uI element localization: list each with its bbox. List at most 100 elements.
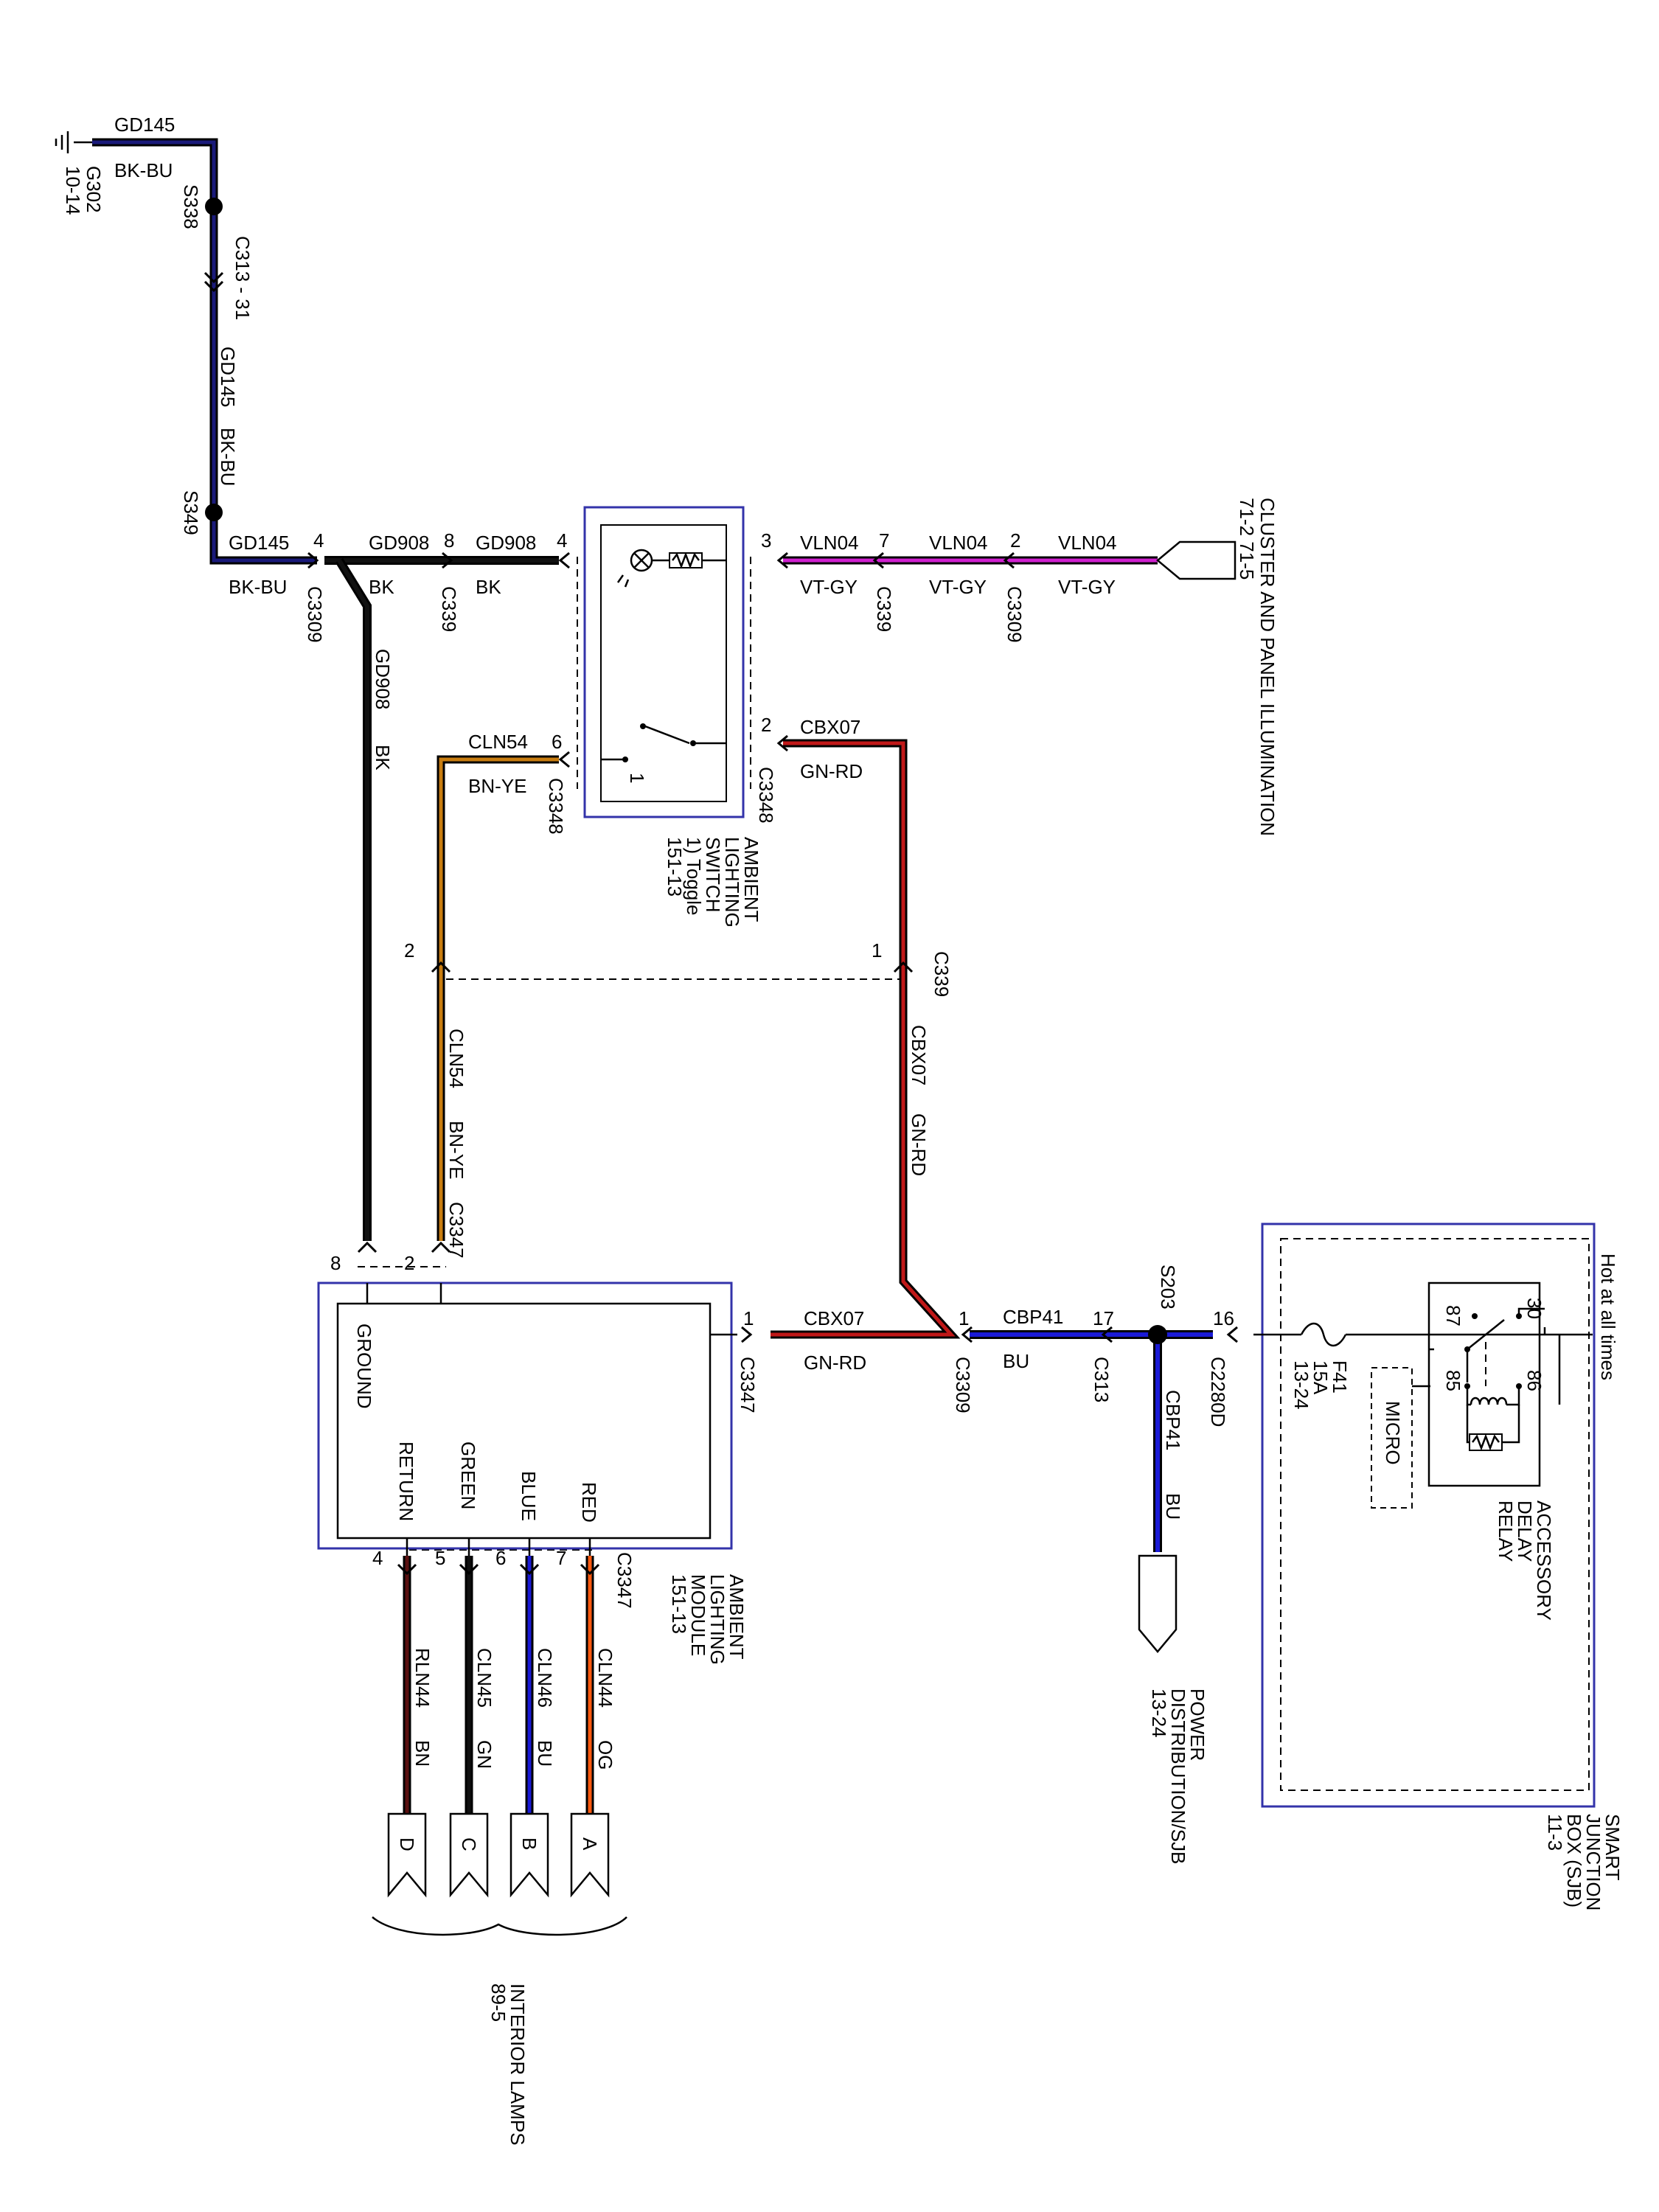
pin-4-c3309: 4 <box>313 529 324 552</box>
relay-resistor-icon <box>1466 1405 1520 1451</box>
cln45-color: GN <box>473 1740 495 1769</box>
c3309-top-label: C3309 <box>1004 586 1026 643</box>
relay-coil-icon <box>1466 1386 1520 1406</box>
switch-name-line-1: AMBIENT <box>740 837 762 922</box>
vln04-c-circuit: VLN04 <box>1058 532 1117 554</box>
fuse-f41-page: 13-24 <box>1290 1360 1312 1410</box>
pin-1-c3309: 1 <box>959 1307 969 1329</box>
wire-cln54 <box>437 755 559 1241</box>
sjb-name-line-4: 11-3 <box>1544 1814 1566 1851</box>
pin-7-lamp: 7 <box>556 1547 566 1569</box>
cln45-circuit: CLN45 <box>473 1648 495 1708</box>
relay-name-line-2: DELAY <box>1514 1500 1536 1562</box>
power-distribution-label: POWER DISTRIBUTION/SJB 13-24 <box>1148 1688 1208 1864</box>
switch-name-line-2: LIGHTING <box>721 837 743 928</box>
module-name: AMBIENT LIGHTING MODULE 151-13 <box>668 1574 748 1665</box>
splice-s203-label: S203 <box>1157 1265 1179 1310</box>
sjb-name-line-1: SMART <box>1601 1814 1624 1881</box>
wire-cbx07 <box>771 739 961 1339</box>
ambient-lighting-module <box>317 1281 737 1556</box>
splice-s338-label: S338 <box>180 184 202 229</box>
vln04-a-color: VT-GY <box>800 576 858 598</box>
cbx07-bot-circuit: CBX07 <box>804 1307 864 1329</box>
relay-name-line-3: RELAY <box>1495 1500 1517 1562</box>
lamp-letter-c: C <box>458 1837 480 1851</box>
sjb-name: SMART JUNCTION BOX (SJB) 11-3 <box>1544 1814 1624 1910</box>
gd145-top-circuit: GD145 <box>114 114 175 136</box>
pin-2-module: 2 <box>404 1252 414 1274</box>
vln04-a-circuit: VLN04 <box>800 532 859 554</box>
cln54-vert-color: BN-YE <box>445 1121 467 1179</box>
gd145-top-color: BK-BU <box>114 159 173 181</box>
relay-name-line-1: ACCESSORY <box>1533 1500 1555 1621</box>
cbx07-top-circuit: CBX07 <box>800 716 860 738</box>
power-distribution-terminal <box>1138 1554 1178 1653</box>
module-pin-return: RETURN <box>395 1441 417 1521</box>
cbp41-vert-circuit: CBP41 <box>1162 1390 1184 1450</box>
pin-2-c3309: 2 <box>1010 529 1020 552</box>
gd908-vert-circuit: GD908 <box>372 649 394 709</box>
gd145-mid-circuit: GD145 <box>229 532 289 554</box>
toggle-switch-icon <box>601 723 726 762</box>
c3309-bot-label: C3309 <box>952 1357 974 1413</box>
cln46-circuit: CLN46 <box>534 1648 556 1708</box>
c2280d-label: C2280D <box>1207 1357 1229 1427</box>
c3348-right-label: C3348 <box>755 767 777 824</box>
lamp-letter-d: D <box>396 1837 418 1851</box>
module-pin-green: GREEN <box>457 1441 479 1509</box>
pin-4-switch: 4 <box>557 529 567 552</box>
cbp41-vert-color: BU <box>1162 1493 1184 1520</box>
cbp41-color: BU <box>1003 1350 1029 1372</box>
pin-8-module: 8 <box>330 1252 341 1274</box>
lamp-icon <box>616 549 653 588</box>
c3347-bot-label: C3347 <box>613 1552 636 1609</box>
switch-position-label: 1 <box>626 773 648 783</box>
cluster-terminal <box>1156 540 1237 580</box>
switch-name-line-3: SWITCH <box>702 837 724 913</box>
ground-page-label: 10-14 <box>62 166 84 215</box>
rln44-color: BN <box>411 1740 434 1767</box>
module-name-line-3: MODULE <box>687 1574 709 1656</box>
pin-1-module: 1 <box>743 1307 754 1329</box>
c339-mid-label: C339 <box>931 951 953 997</box>
c3347-top-label: C3347 <box>445 1202 467 1259</box>
pin-7-c339: 7 <box>879 529 889 552</box>
switch-name-line-4: 1) Toggle <box>683 837 705 916</box>
connector-chevrons <box>204 271 1238 1576</box>
ground-symbol <box>55 131 92 153</box>
lamp-terminal-d <box>387 1812 427 1898</box>
accessory-delay-relay <box>1427 1281 1545 1487</box>
cln44-color: OG <box>594 1740 616 1770</box>
rln44-circuit: RLN44 <box>411 1648 434 1708</box>
cbx07-bot-color: GN-RD <box>804 1352 866 1374</box>
c313-label: C313 <box>1091 1357 1113 1402</box>
lamp-letter-a: A <box>579 1837 601 1851</box>
splice-s349-label: S349 <box>180 490 202 535</box>
micro-label: MICRO <box>1382 1401 1404 1465</box>
cln44-circuit: CLN44 <box>594 1648 616 1708</box>
pin-2-c339: 2 <box>404 939 414 961</box>
module-name-line-2: LIGHTING <box>706 1574 728 1665</box>
relay-name: ACCESSORY DELAY RELAY <box>1495 1500 1555 1621</box>
module-name-line-1: AMBIENT <box>726 1574 748 1660</box>
wire-gd145-ground <box>92 138 317 565</box>
interior-lamps-label: INTERIOR LAMPS <box>507 1983 529 2146</box>
pin-5-lamp: 5 <box>435 1547 445 1569</box>
pin-4-lamp: 4 <box>372 1547 383 1569</box>
lamp-terminal-a <box>570 1812 610 1898</box>
c339-left-label: C339 <box>438 586 460 632</box>
cluster-label: CLUSTER AND PANEL ILLUMINATION <box>1256 498 1279 836</box>
module-pin-red: RED <box>578 1482 600 1523</box>
gd908-a-circuit: GD908 <box>369 532 429 554</box>
relay-pin-86: 86 <box>1523 1370 1545 1391</box>
smart-junction-box <box>1253 1222 1596 1808</box>
lamp-terminal-c <box>449 1812 489 1898</box>
vln04-b-circuit: VLN04 <box>929 532 988 554</box>
gd145-mid-color: BK-BU <box>229 576 287 598</box>
pin-17-c313: 17 <box>1093 1307 1114 1329</box>
splice-s203 <box>1148 1325 1167 1344</box>
sjb-hot-label: Hot at all times <box>1597 1253 1619 1380</box>
resistor-icon <box>669 552 703 569</box>
wire-gd908-module <box>335 557 372 1241</box>
cbx07-vert-color: GN-RD <box>908 1113 930 1176</box>
